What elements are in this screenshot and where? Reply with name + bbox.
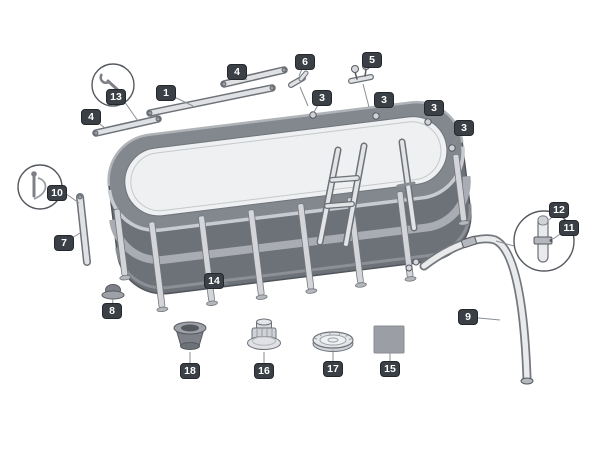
top-rail-piece-left — [92, 115, 162, 137]
detail-circle-11-12 — [513, 210, 575, 272]
rail-connector-caps — [309, 111, 456, 152]
pool-liner-edge — [130, 121, 442, 212]
frame-leg-feet — [119, 220, 470, 313]
leg-foot-cap — [101, 284, 125, 300]
leg-tube — [76, 193, 91, 266]
top-rail-piece-top — [220, 66, 288, 88]
top-rail-far — [107, 100, 464, 187]
drain-valve-adapter — [247, 318, 281, 350]
repair-patch — [373, 325, 405, 354]
detail-circle-13 — [91, 63, 135, 107]
elbow-connector — [288, 70, 309, 88]
detail-circle-10 — [17, 164, 63, 210]
inner-ladder — [316, 138, 418, 248]
pool-liner-inner — [124, 116, 448, 217]
pool-assembly — [107, 100, 472, 313]
strainer-lid — [312, 331, 354, 352]
inlet-strainer — [173, 321, 207, 350]
top-rail-piece-long — [146, 84, 276, 117]
ladder-frame — [405, 234, 534, 385]
